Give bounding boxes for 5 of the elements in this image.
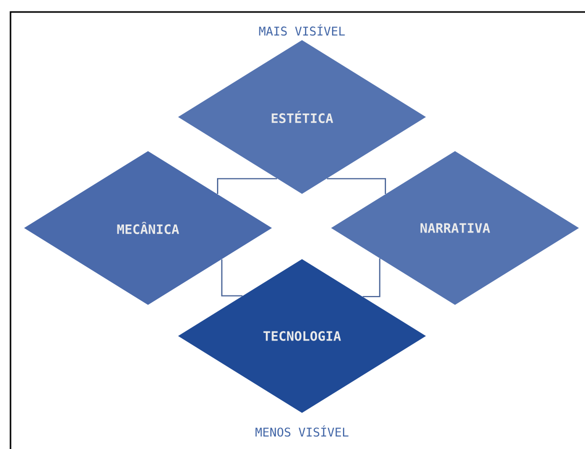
axis-label: MENOS VISÍVEL [256,425,348,437]
connector-line [221,259,242,296]
connector-line [217,178,278,194]
connector-line [326,178,386,194]
connector-line [362,258,380,298]
